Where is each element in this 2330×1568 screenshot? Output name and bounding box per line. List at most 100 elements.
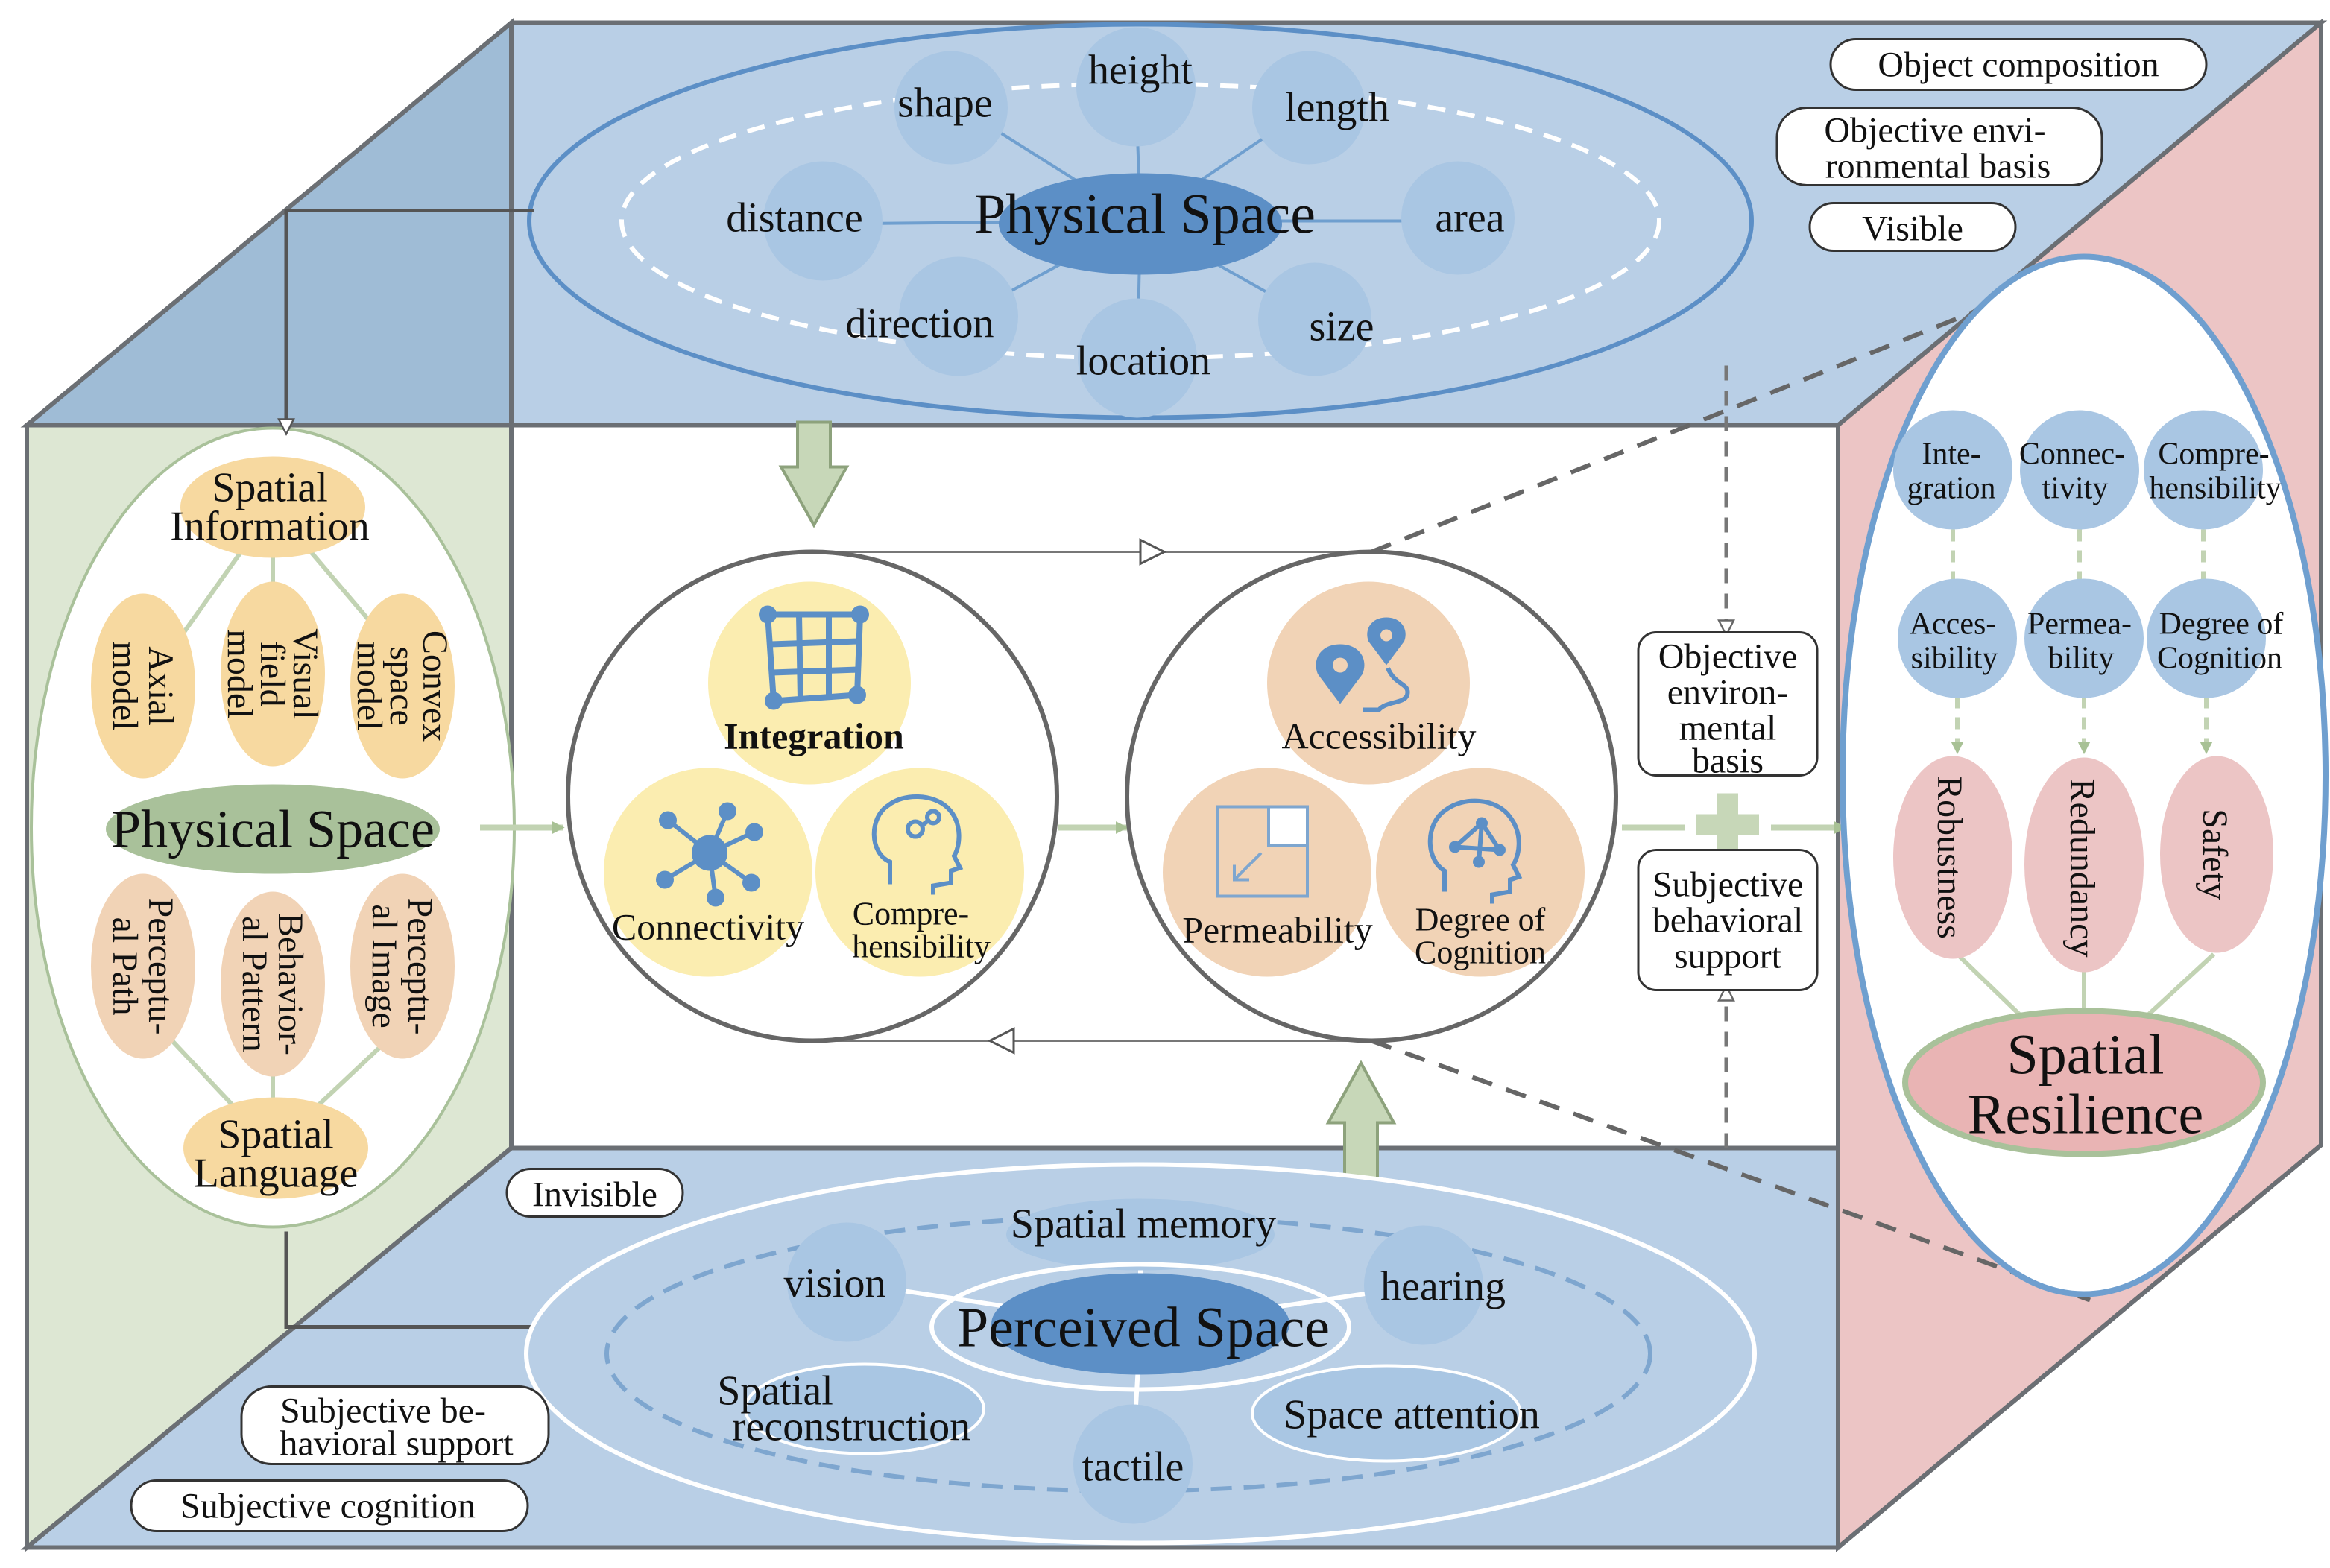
plus-sign: [1696, 793, 1759, 856]
bottom-loop-arrow: [987, 1027, 1015, 1055]
r1-connectivity-line1: Connec-: [2019, 437, 2125, 472]
subjective-support-line3: support: [1674, 937, 1782, 976]
top-attr-shape: shape: [897, 80, 993, 127]
tag-subjective-cognition-label: Subjective cognition: [180, 1487, 476, 1526]
axial-model-line1: Axial: [141, 646, 180, 726]
hearing-node: [1364, 1225, 1483, 1345]
top-attr-length: length: [1285, 85, 1389, 131]
r2-cognition-line2: Cognition: [2157, 642, 2282, 676]
resilience-title-line2: Resilience: [1968, 1084, 2204, 1146]
bottom-attr-spatial-memory: Spatial memory: [1011, 1201, 1276, 1248]
resilience-title-line1: Spatial: [2007, 1024, 2164, 1087]
left-title: Physical Space: [111, 800, 435, 859]
bottom-core-ellipse: [991, 1273, 1289, 1375]
top-core-ellipse: [999, 173, 1282, 275]
cognition-line1: Degree of: [1415, 902, 1546, 938]
resilience-row2-circles: [1898, 578, 2266, 698]
left-center-circle: Integration Connectivity Compre- hensibi…: [566, 549, 1059, 1043]
left-core-ellipse: [106, 784, 440, 874]
tag-subjective-support-line1: Subjective be-: [280, 1391, 486, 1431]
projection-dashed-bottom: [1370, 1038, 2091, 1303]
spatial-information-line2: Information: [170, 504, 369, 550]
perceptual-path-line2: al Path: [105, 917, 145, 1016]
top-attr-area: area: [1435, 195, 1504, 241]
perceptual-path-line1: Perceptu-: [141, 898, 180, 1035]
perceptual-path-label: Perceptu- al Path: [105, 898, 180, 1035]
spatial-language-node: [183, 1097, 368, 1199]
comprehensibility-node: [815, 768, 1024, 977]
tag-objective-basis-line1: Objective envi-: [1824, 111, 2045, 151]
convex-space-line2: space: [382, 646, 422, 726]
permeability-label: Permeability: [1182, 909, 1373, 951]
r1-integration-line2: gration: [1907, 472, 1996, 506]
visual-field-line1: Visual: [285, 628, 325, 719]
cognition-node: [1376, 768, 1585, 977]
left-to-bottom-connector: [284, 1231, 555, 1327]
r2-accessibility-line1: Acces-: [1910, 607, 1997, 642]
connectivity-node: [604, 768, 812, 977]
vision-node: [787, 1222, 906, 1342]
bottom-attr-tactile: tactile: [1082, 1444, 1184, 1490]
top-down-arrow: [778, 420, 850, 528]
tag-objective-basis: [1775, 107, 2103, 186]
objective-basis-line2: environ-: [1667, 673, 1789, 712]
right-center-circle: Accessibility Permeability Degree of Cog…: [1125, 549, 1618, 1043]
spatial-memory-node: [1006, 1198, 1275, 1271]
perceptual-image-node: [350, 873, 455, 1059]
top-attr-location: location: [1076, 338, 1210, 385]
top-to-left-connector: [286, 209, 534, 433]
r1-comprehensibility-line2: hensibility: [2149, 472, 2281, 506]
spatial-information-line1: Spatial: [212, 465, 328, 511]
top-attribute-circles: [763, 27, 1515, 418]
tactile-node: [1073, 1404, 1193, 1524]
permeability-icon: [1216, 805, 1309, 898]
subjective-support-line2: behavioral: [1652, 901, 1804, 941]
tag-invisible: [505, 1168, 684, 1218]
bottom-attr-spatial-reconstruction-line2: reconstruction: [732, 1404, 970, 1450]
integration-label: Integration: [724, 715, 904, 757]
resilience-core-ellipse: [1902, 1008, 2266, 1157]
spatial-language-line2: Language: [194, 1151, 359, 1197]
convex-space-label: Convex space model: [350, 630, 455, 742]
tag-visible-label: Visible: [1862, 209, 1963, 249]
visual-field-label: Visual field model: [220, 628, 325, 719]
comprehensibility-line1: Compre-: [853, 896, 969, 932]
cognition-line2: Cognition: [1415, 935, 1546, 971]
top-tags: Object composition Objective envi- ronme…: [1775, 38, 2208, 252]
comprehensibility-line2: hensibility: [852, 929, 991, 965]
redundancy-node: [2024, 757, 2144, 973]
spatial-resilience-group: Inte- gration Connec- tivity Compre- hen…: [1840, 253, 2329, 1297]
spatial-language-line1: Spatial: [218, 1112, 334, 1158]
bottom-attr-hearing: hearing: [1380, 1264, 1506, 1310]
r2-permeability-line1: Permea-: [2027, 607, 2132, 642]
convex-space-line3: model: [350, 642, 389, 731]
visual-field-line2: field: [253, 642, 292, 707]
resilience-row1-circles: [1893, 410, 2263, 530]
r2-cognition-line1: Degree of: [2159, 607, 2284, 642]
redundancy-label: Redundancy: [2062, 779, 2102, 958]
tag-visible: [1808, 202, 2017, 252]
cube-edge: [1837, 1143, 2323, 1549]
location-pins-icon: [1316, 617, 1410, 712]
bottom-title: Perceived Space: [957, 1297, 1330, 1359]
spatial-reconstruction-node: [744, 1362, 985, 1455]
bottom-ring-ellipse: [929, 1262, 1351, 1392]
top-attr-direction: direction: [845, 301, 994, 347]
safety-label: Safety: [2195, 809, 2235, 900]
bottom-tags: Invisible Subjective be- havioral suppor…: [130, 1168, 684, 1532]
spatial-information-node: [180, 456, 365, 558]
objective-basis-line1: Objective: [1658, 637, 1798, 677]
subjective-support-line1: Subjective: [1652, 865, 1804, 905]
behavioral-pattern-label: Behavior- al Pattern: [235, 913, 310, 1055]
r2-permeability-line2: bility: [2048, 642, 2115, 676]
grid-network-icon-nodes: [759, 605, 869, 710]
tag-subjective-cognition: [130, 1479, 529, 1532]
accessibility-node: [1267, 581, 1470, 785]
tag-invisible-label: Invisible: [532, 1175, 657, 1215]
perceptual-image-line1: Perceptu-: [400, 898, 440, 1035]
left-physical-space-group: Spatial Information Axial model Visual f…: [30, 426, 516, 1229]
behavioral-pattern-node: [221, 891, 325, 1077]
tag-objective-basis-line2: ronmental basis: [1825, 147, 2051, 186]
behavioral-pattern-line1: Behavior-: [271, 913, 310, 1055]
accessibility-label: Accessibility: [1281, 715, 1476, 757]
